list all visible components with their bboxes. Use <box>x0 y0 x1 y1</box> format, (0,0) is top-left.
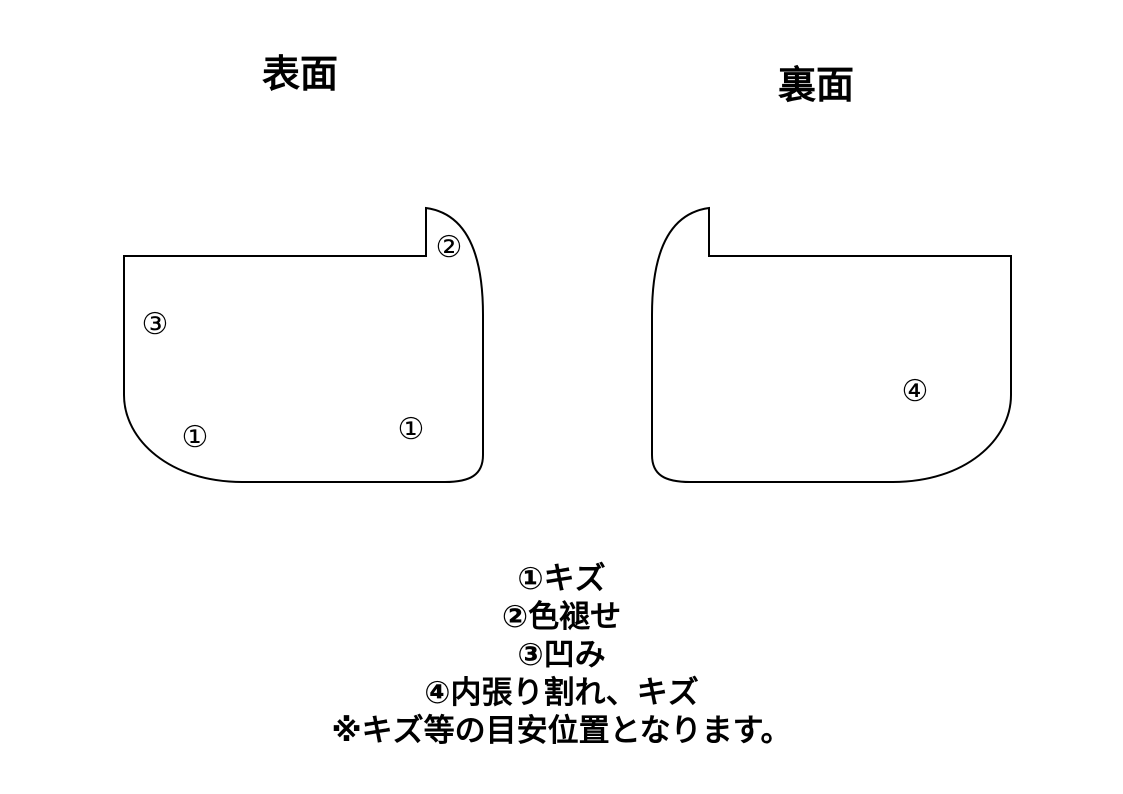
front-view-title: 表面 <box>262 52 339 96</box>
front-marker-scratch-right: ① <box>398 412 425 447</box>
legend-note: ※キズ等の目安位置となります。 <box>331 713 792 749</box>
front-door-outline <box>123 206 484 483</box>
legend-item-interior-crack: ④内張り割れ、キズ <box>424 675 699 711</box>
back-marker-interior-crack: ④ <box>902 374 929 409</box>
front-marker-dent: ③ <box>142 307 169 342</box>
front-marker-fade: ② <box>436 230 463 265</box>
legend-item-scratch: ①キズ <box>517 561 606 597</box>
front-marker-scratch-left: ① <box>182 420 209 455</box>
back-view-title: 裏面 <box>778 63 855 107</box>
legend-item-dent: ③凹み <box>517 637 606 673</box>
back-door-outline <box>651 206 1012 483</box>
legend-item-fade: ②色褪せ <box>501 599 622 635</box>
damage-legend: ①キズ ②色褪せ ③凹み ④内張り割れ、キズ ※キズ等の目安位置となります。 <box>0 560 1123 750</box>
